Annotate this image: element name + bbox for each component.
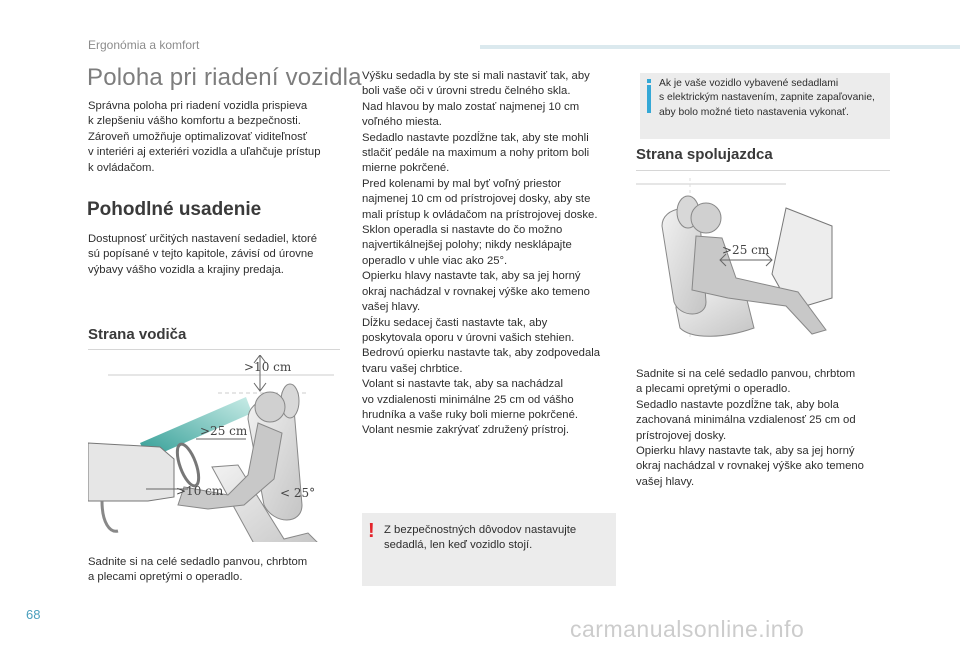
warning-icon: ! (368, 520, 375, 542)
passenger-heading-rule (636, 170, 890, 171)
driver-head (254, 391, 286, 423)
page-title: Poloha pri riadení vozidla (87, 64, 362, 91)
dashboard (88, 442, 175, 502)
dashboard (771, 207, 833, 311)
knee-distance-label: >10 cm (176, 484, 224, 498)
info-icon-dot (647, 79, 651, 83)
info-text: Ak je vaše vozidlo vybavené sedadlami s … (659, 78, 875, 118)
comfort-heading: Pohodlné usadenie (87, 199, 262, 220)
chest-distance-label: >25 cm (722, 243, 770, 257)
warning-text: Z bezpečnostných dôvodov nastavujte seda… (384, 524, 577, 552)
driver-seat-illustration: >10 cm >25 cm >10 cm < 25° (88, 355, 334, 542)
chest-distance-label: >25 cm (200, 424, 248, 438)
head-clearance-label: >10 cm (244, 360, 292, 374)
intro-paragraph: Správna poloha pri riadení vozidla prisp… (88, 100, 321, 174)
page-number: 68 (26, 607, 41, 622)
section-label: Ergonómia a komfort (88, 38, 200, 52)
header-rule (480, 45, 960, 49)
passenger-paragraph: Sadnite si na celé sedadlo panvou, chrbt… (636, 368, 864, 488)
windshield (140, 397, 252, 459)
steering-wheel (175, 442, 201, 488)
passenger-seat-illustration: >25 cm (636, 178, 833, 338)
passenger-head (690, 202, 722, 234)
watermark: carmanualsonline.info (570, 616, 805, 642)
backrest-angle-label: < 25° (280, 486, 315, 500)
info-callout: Ak je vaše vozidlo vybavené sedadlami s … (640, 73, 890, 139)
info-icon (647, 85, 651, 113)
comfort-paragraph: Dostupnosť určitých nastavení sedadiel, … (88, 233, 318, 276)
driver-heading: Strana vodiča (88, 326, 187, 343)
pedal (100, 500, 119, 533)
passenger-heading: Strana spolujazdca (636, 146, 773, 163)
driver-body (177, 422, 283, 510)
driver-adjustment-paragraph: Výšku sedadla by ste si mali nastaviť ta… (362, 70, 601, 437)
driver-caption: Sadnite si na celé sedadlo panvou, chrbt… (88, 556, 308, 584)
warning-callout: ! Z bezpečnostných dôvodov nastavujte se… (362, 513, 616, 586)
driver-heading-rule (88, 349, 340, 350)
